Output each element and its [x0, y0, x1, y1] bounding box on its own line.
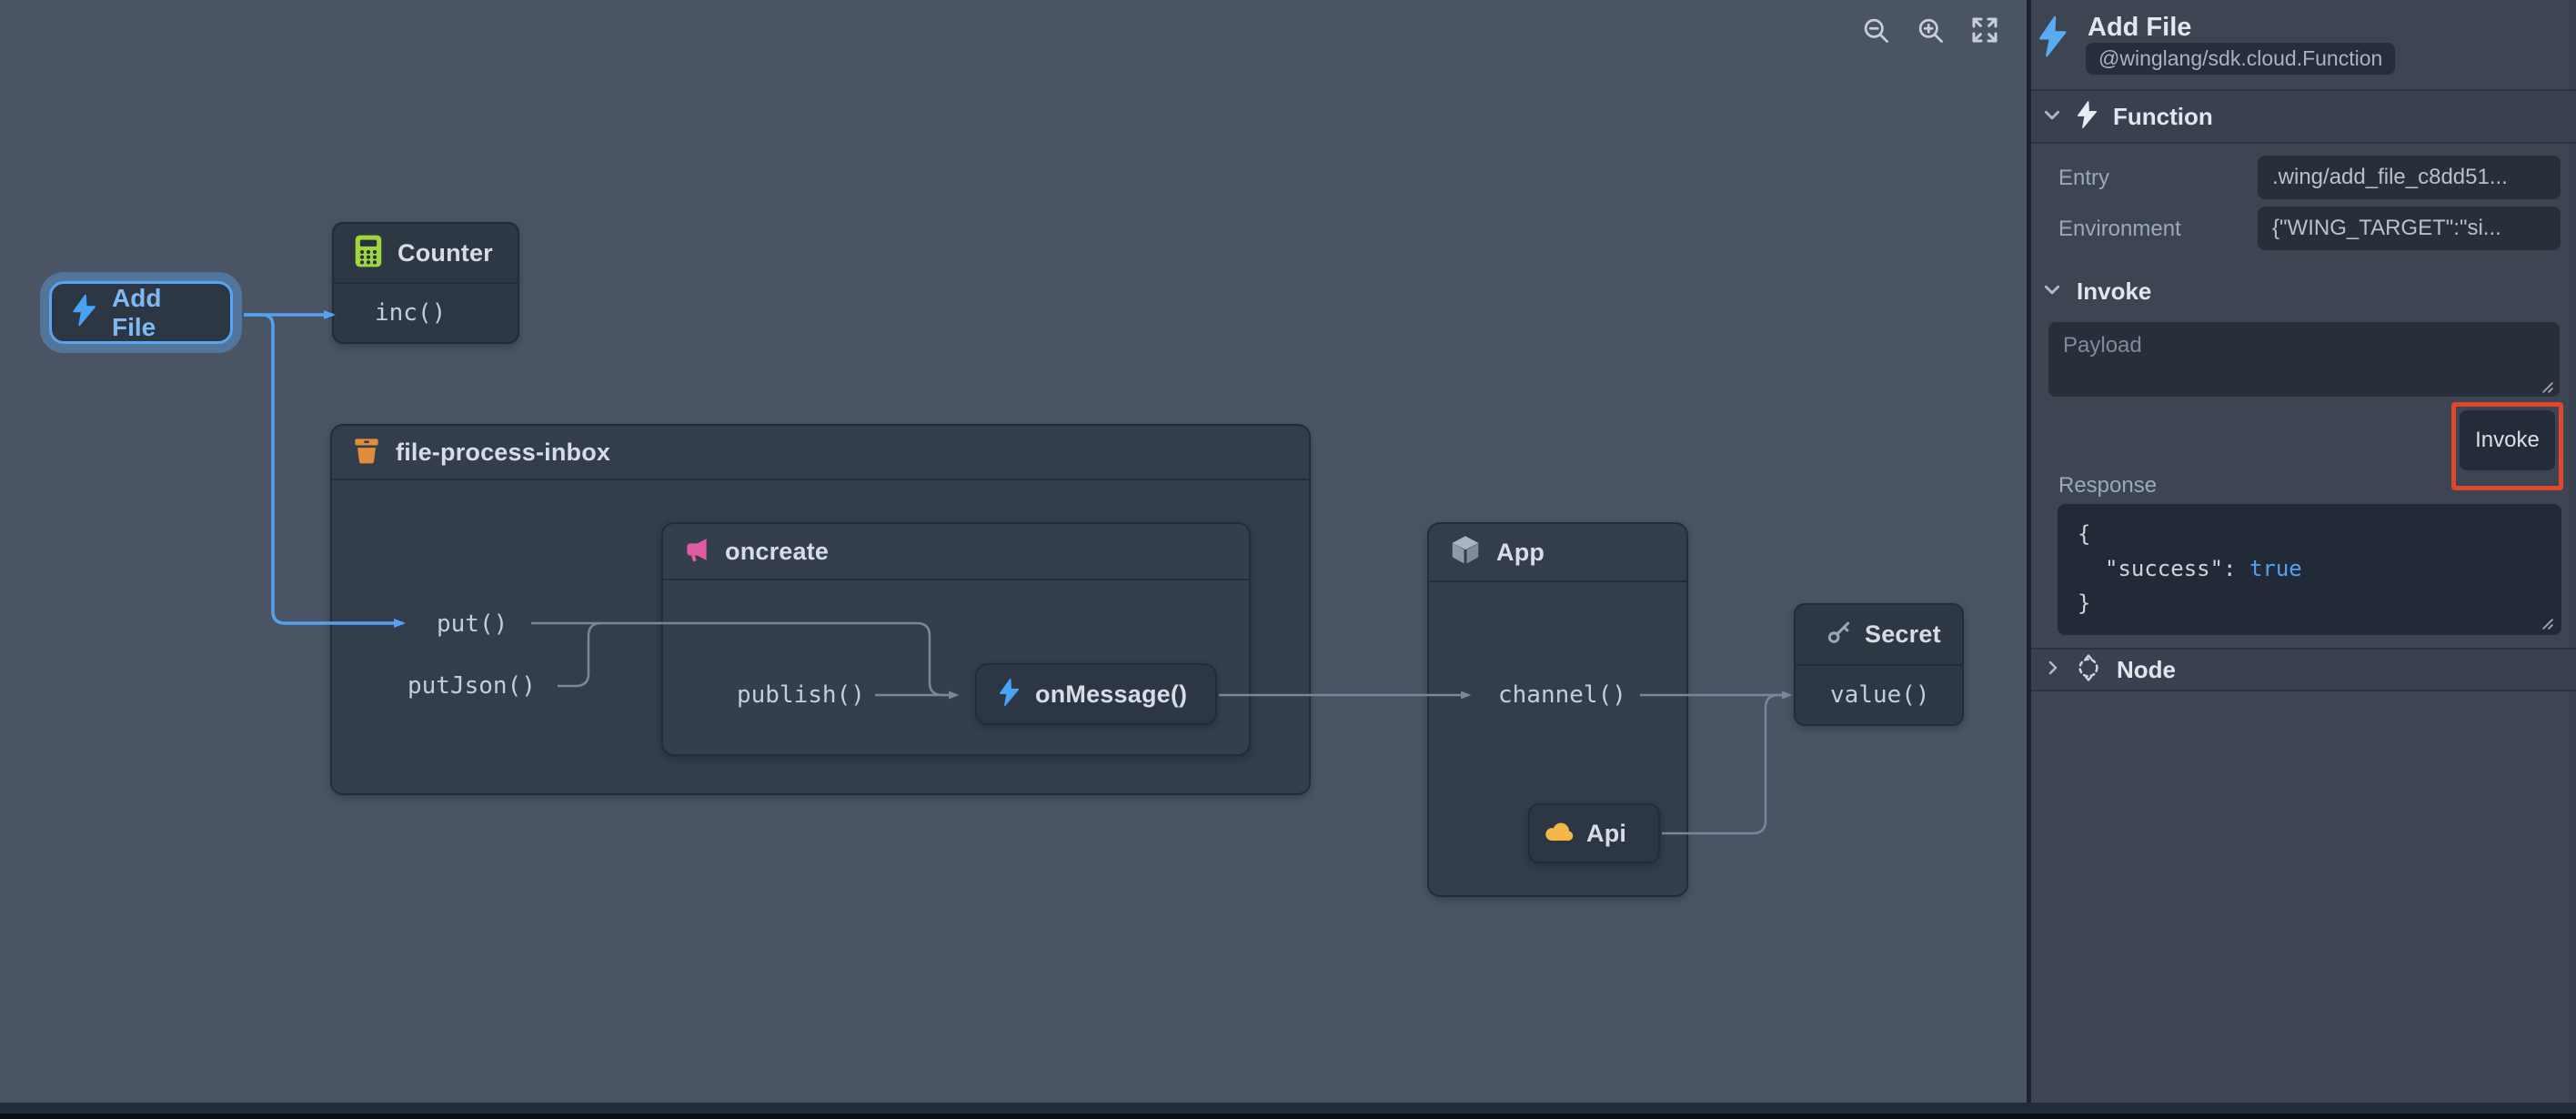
container-bucket-title: file-process-inbox — [396, 438, 611, 466]
window-bottom-edge — [0, 1103, 2576, 1119]
environment-value-field[interactable]: {"WING_TARGET":"si... — [2258, 207, 2561, 250]
response-close-brace: } — [2078, 590, 2091, 616]
resize-handle-icon[interactable] — [2541, 380, 2554, 398]
fit-screen-button[interactable] — [1965, 11, 2005, 51]
key-icon — [1826, 620, 1852, 650]
inspector-title: Add File — [2088, 13, 2192, 42]
zoom-in-button[interactable] — [1910, 11, 1950, 51]
node-secret[interactable]: Secret — [1794, 603, 1964, 726]
highlight-box — [2451, 402, 2563, 490]
node-on-message-label: onMessage() — [1035, 680, 1188, 708]
response-value: true — [2249, 556, 2302, 581]
expand-icon — [1970, 15, 1999, 47]
method-channel: channel() — [1498, 681, 1626, 709]
section-function-label: Function — [2113, 102, 2213, 130]
panel-divider[interactable] — [2027, 0, 2031, 1103]
inspector-header: Add File @winglang/sdk.cloud.Function — [2031, 0, 2576, 91]
section-divider — [2031, 648, 2576, 650]
calculator-icon — [354, 234, 383, 273]
node-counter-title: Counter — [397, 238, 493, 267]
node-add-file[interactable]: Add File — [49, 281, 233, 344]
node-add-file-label: Add File — [112, 283, 162, 341]
panel-scroll-track[interactable] — [2569, 0, 2576, 1103]
node-on-message[interactable]: onMessage() — [975, 663, 1217, 725]
lightning-icon — [2075, 100, 2098, 134]
method-inc: inc() — [375, 299, 447, 327]
section-header-node[interactable]: Node — [2031, 650, 2576, 691]
section-header-invoke[interactable]: Invoke — [2031, 269, 2576, 313]
chevron-down-icon — [2042, 105, 2062, 129]
method-value: value() — [1830, 681, 1930, 709]
method-put: put() — [437, 610, 508, 638]
zoom-out-icon — [1861, 15, 1890, 47]
response-key: "success" — [2105, 556, 2224, 581]
chevron-right-icon — [2044, 659, 2062, 681]
method-publish: publish() — [737, 681, 865, 709]
canvas-controls — [1856, 11, 2005, 51]
node-secret-title: Secret — [1865, 620, 1941, 648]
section-invoke-label: Invoke — [2077, 277, 2152, 305]
payload-input[interactable] — [2048, 322, 2560, 397]
response-colon: : — [2223, 556, 2249, 581]
environment-label: Environment — [2058, 217, 2181, 241]
cube-icon — [1449, 533, 1482, 572]
response-label: Response — [2058, 473, 2158, 498]
chevron-down-icon — [2042, 279, 2062, 304]
node-api-label: Api — [1586, 819, 1627, 847]
response-output: { "success": true } — [2058, 504, 2561, 635]
move-3d-icon — [2075, 653, 2102, 686]
lightning-icon — [2036, 15, 2068, 63]
section-node-label: Node — [2117, 655, 2176, 683]
inspector-panel: Add File @winglang/sdk.cloud.Function Fu… — [2031, 0, 2576, 1103]
resource-graph-canvas[interactable]: Add File Counter inc() file-process-inbo… — [0, 0, 2027, 1103]
response-body: "success": true — [2078, 551, 2561, 586]
zoom-out-button[interactable] — [1856, 11, 1896, 51]
resource-type-badge: @winglang/sdk.cloud.Function — [2086, 43, 2396, 75]
method-put-json: putJson() — [408, 672, 536, 700]
section-header-function[interactable]: Function — [2031, 91, 2576, 144]
resize-handle-icon[interactable] — [2541, 617, 2554, 635]
response-open-brace: { — [2078, 521, 2091, 547]
bucket-icon — [352, 436, 381, 469]
cloud-icon — [1545, 821, 1574, 847]
container-oncreate-title: oncreate — [725, 537, 830, 565]
entry-label: Entry — [2058, 166, 2110, 190]
megaphone-icon — [683, 536, 710, 568]
lightning-icon — [997, 678, 1021, 711]
entry-value-field[interactable]: .wing/add_file_c8dd51... — [2258, 156, 2561, 199]
container-app-title: App — [1496, 538, 1545, 566]
lightning-icon — [70, 294, 97, 331]
node-api[interactable]: Api — [1528, 803, 1660, 863]
zoom-in-icon — [1916, 15, 1945, 47]
invoke-button[interactable]: Invoke — [2460, 410, 2555, 470]
